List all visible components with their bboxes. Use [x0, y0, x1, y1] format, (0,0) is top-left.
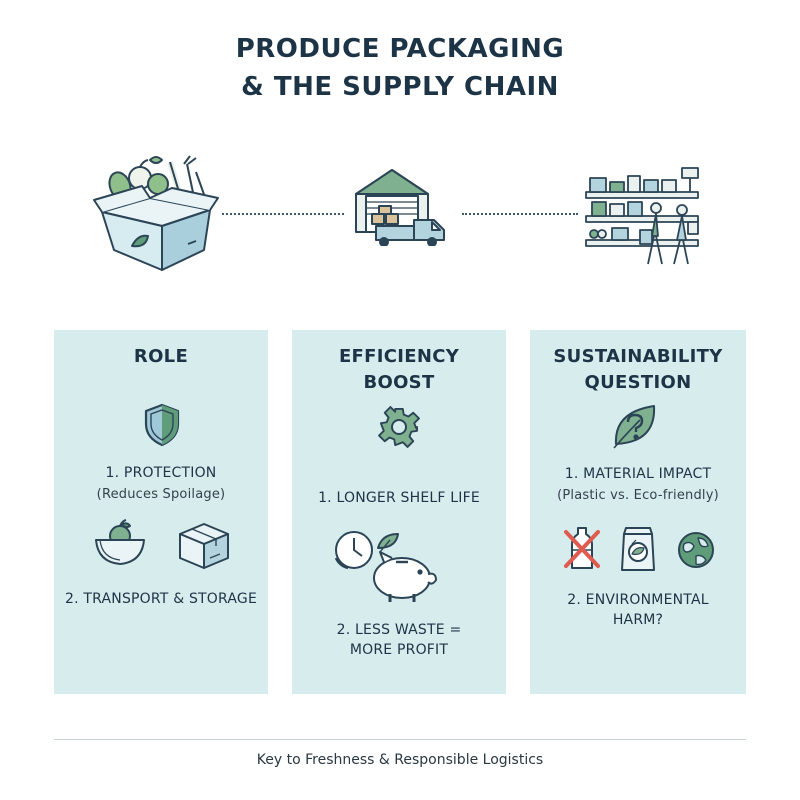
panel-efficiency-boost: EFFICIENCY BOOST 1. LONGER SHELF LIFE 2.… [292, 330, 506, 694]
item-label-line-2: HARM? [612, 612, 664, 628]
item-subtext: (Plastic vs. Eco-friendly) [557, 488, 719, 503]
cardboard-box-icon [179, 523, 229, 569]
item-label: 1. PROTECTION [105, 465, 217, 481]
apple-bowl-icon [95, 519, 145, 565]
title-line-1: PRODUCE PACKAGING [235, 34, 565, 64]
panel-heading-line-2: QUESTION [584, 372, 692, 393]
panel-heading-line: ROLE [133, 346, 189, 367]
panel-heading-line-1: EFFICIENCY [338, 346, 460, 367]
sustainability-item-environmental: 2. ENVIRONMENTAL HARM? [530, 590, 746, 630]
leaf-question-icon [613, 405, 656, 449]
shield-icon [144, 403, 180, 447]
footer-divider [54, 739, 746, 740]
clock-piggy-bank-icon [334, 531, 437, 602]
panel-heading-line-1: SUSTAINABILITY [553, 346, 723, 367]
item-subtext: (Reduces Spoilage) [96, 487, 226, 502]
efficiency-item-shelf-life: 1. LONGER SHELF LIFE [292, 488, 506, 508]
warehouse-truck-icon [355, 169, 445, 246]
panel-heading-line-2: BOOST [363, 372, 435, 393]
crossed-bottle-icon [564, 527, 600, 569]
flow-connector-1 [222, 213, 344, 215]
item-label-line-1: 2. ENVIRONMENTAL [567, 592, 709, 608]
page-title: PRODUCE PACKAGING & THE SUPPLY CHAIN [0, 30, 800, 106]
role-item-transport: 2. TRANSPORT & STORAGE [54, 589, 268, 609]
flow-connector-2 [462, 213, 578, 215]
sustainability-item-material: 1. MATERIAL IMPACT (Plastic vs. Eco-frie… [530, 464, 746, 506]
footer-caption: Key to Freshness & Responsible Logistics [256, 752, 544, 768]
item-label-line-2: MORE PROFIT [349, 642, 449, 658]
item-label: 2. TRANSPORT & STORAGE [64, 591, 258, 607]
panel-heading: EFFICIENCY BOOST [292, 344, 506, 396]
item-label: 1. MATERIAL IMPACT [564, 466, 712, 482]
item-label-line-1: 2. LESS WASTE = [336, 622, 462, 638]
panel-heading: SUSTAINABILITY QUESTION [530, 344, 746, 396]
title-line-2: & THE SUPPLY CHAIN [241, 72, 559, 102]
panel-role: ROLE 1. PROTECTION (Reduces Spoilage) 2.… [54, 330, 268, 694]
item-label: 1. LONGER SHELF LIFE [318, 490, 480, 506]
globe-icon [678, 532, 714, 568]
grocery-store-icon [585, 167, 699, 265]
efficiency-item-less-waste: 2. LESS WASTE = MORE PROFIT [292, 620, 506, 660]
panel-sustainability-question: SUSTAINABILITY QUESTION 1. MATERIAL IMPA… [530, 330, 746, 694]
produce-box-icon [93, 155, 219, 271]
role-item-protection: 1. PROTECTION (Reduces Spoilage) [54, 463, 268, 505]
eco-bag-icon [621, 527, 655, 571]
gear-icon [378, 406, 420, 448]
panel-heading: ROLE [54, 344, 268, 370]
